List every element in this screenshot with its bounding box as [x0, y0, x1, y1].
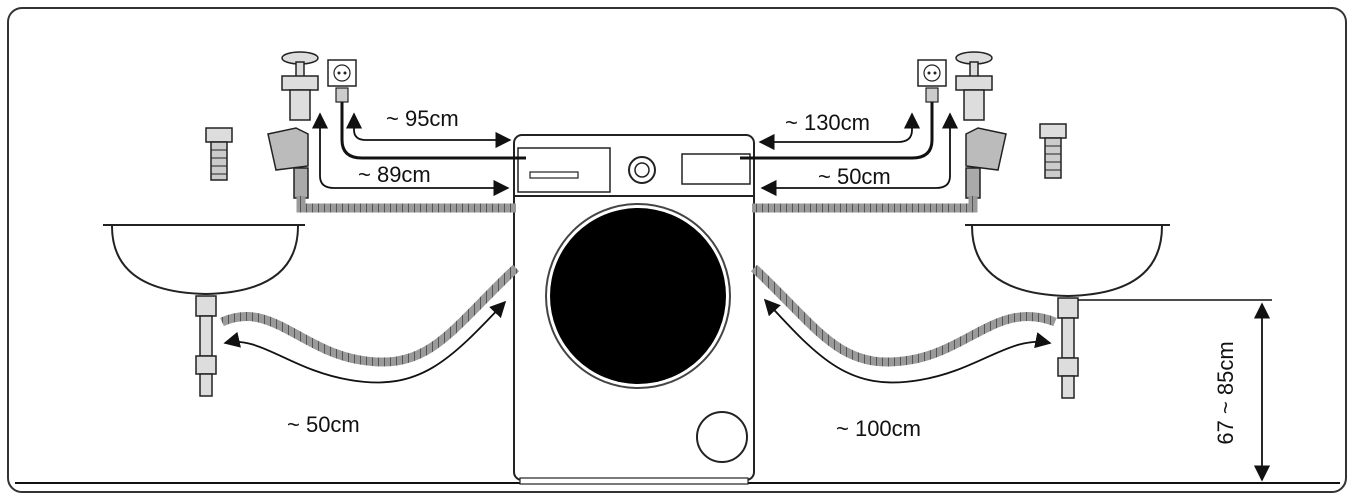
hose-fitting-left	[205, 127, 233, 181]
filter-cover	[696, 411, 748, 463]
label-50cm-bottom: ~ 50cm	[287, 412, 360, 437]
label-height-range: 67 ~ 85cm	[1213, 341, 1238, 445]
label-50cm-top: ~ 50cm	[818, 164, 891, 189]
door-glass	[550, 208, 726, 384]
label-95cm: ~ 95cm	[386, 106, 459, 131]
water-tap-left	[267, 51, 319, 199]
sink-left	[103, 224, 305, 397]
display-panel	[681, 153, 751, 185]
label-89cm: ~ 89cm	[358, 162, 431, 187]
outer-frame	[7, 7, 1347, 493]
arrow-89cm	[311, 112, 510, 197]
inlet-hose-left	[296, 196, 516, 213]
water-tap-right	[955, 51, 1007, 199]
power-socket-right	[917, 59, 947, 103]
label-100cm: ~ 100cm	[836, 416, 921, 441]
arrow-50cm-left	[223, 300, 507, 384]
washing-machine	[513, 134, 755, 485]
arrow-50cm-top	[760, 112, 959, 197]
inlet-hose-right	[752, 196, 978, 213]
detergent-drawer	[517, 147, 611, 193]
label-130cm: ~ 130cm	[785, 110, 870, 135]
sink-right	[965, 224, 1170, 399]
arrow-100cm	[763, 298, 1052, 384]
hose-fitting-right	[1039, 123, 1067, 179]
power-socket-left	[327, 59, 357, 103]
